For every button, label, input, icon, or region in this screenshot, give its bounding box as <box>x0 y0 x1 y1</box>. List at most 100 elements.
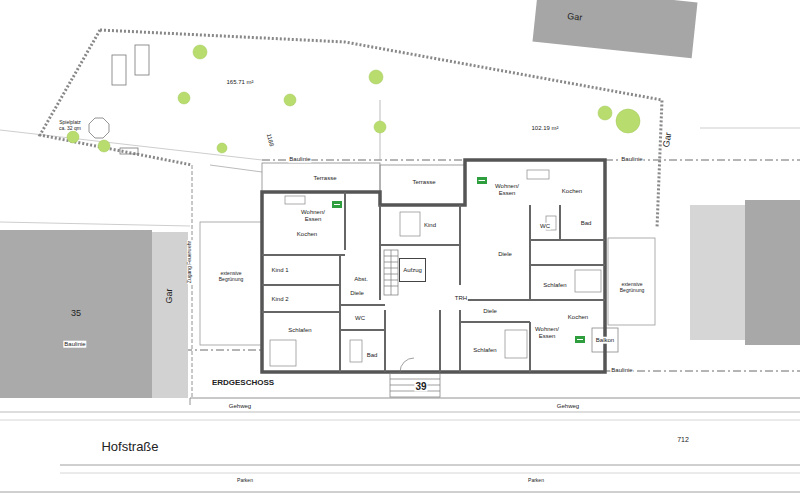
entrance-steps <box>390 358 440 397</box>
building-line <box>120 160 800 371</box>
hedge <box>40 30 192 165</box>
terrace <box>380 165 465 205</box>
entrance-steps <box>400 358 414 372</box>
room-label: TRH <box>454 295 468 302</box>
room-label: WC <box>539 223 551 230</box>
room-label: Abst. <box>353 276 369 283</box>
furniture <box>270 170 601 366</box>
tree <box>598 106 612 120</box>
street-line <box>0 412 800 413</box>
site-line <box>700 128 800 129</box>
room-label: Diele <box>497 251 513 258</box>
room-label: Schlafen <box>287 327 312 334</box>
street-part-label: Parken <box>236 478 254 484</box>
room-label: Wohnen/ Essen <box>531 326 563 339</box>
node-text: 35 <box>71 309 81 319</box>
neighbour-garage <box>745 200 800 345</box>
inner-wall <box>460 321 530 323</box>
playground-equipment <box>135 45 149 75</box>
furniture <box>285 196 305 204</box>
node-text: Aufzug <box>403 267 422 274</box>
garden-path <box>210 100 380 172</box>
green-roof-outline <box>608 238 655 325</box>
tree <box>98 140 110 152</box>
green-roof-outline <box>200 222 655 345</box>
node-text: Gar <box>567 12 583 23</box>
room-label: Diele <box>349 290 365 297</box>
inner-wall <box>262 192 605 372</box>
garage-block: Gar <box>533 0 698 58</box>
building-line-label: Baulinie <box>63 341 86 348</box>
neighbour-garage <box>690 205 745 340</box>
street-part-label: Gehweg <box>556 403 580 410</box>
room-label: Wohnen/ Essen <box>491 183 523 196</box>
street-line <box>60 473 800 474</box>
inner-wall <box>530 239 605 241</box>
inner-wall <box>459 310 461 372</box>
tree <box>178 92 190 104</box>
staircase <box>384 250 398 295</box>
tree <box>616 109 640 133</box>
inner-wall <box>262 311 340 313</box>
inner-wall <box>340 304 385 306</box>
playground-equipment <box>120 148 138 154</box>
outer-wall <box>262 160 605 372</box>
inner-wall <box>459 205 461 285</box>
furniture <box>270 340 296 366</box>
inner-wall <box>340 329 385 331</box>
inner-wall <box>465 299 605 301</box>
room-label: Wohnen/ Essen <box>297 209 329 222</box>
neighbour-garage <box>152 232 188 398</box>
tree <box>217 143 227 153</box>
inner-wall <box>379 205 381 300</box>
green-roof-outline <box>200 222 262 345</box>
playground-equipment <box>89 118 109 138</box>
exit-sign <box>332 177 585 343</box>
street-line <box>0 492 800 493</box>
outer-wall <box>262 160 605 372</box>
dimension: 1188 <box>265 132 275 148</box>
room-label: Kochen <box>561 188 583 195</box>
neighbour-building: 35 <box>0 230 152 398</box>
room-label: Kind 2 <box>270 296 289 303</box>
terrace <box>262 163 380 192</box>
garden-path <box>210 165 262 172</box>
entrance-steps <box>390 379 440 391</box>
site-line <box>0 222 190 226</box>
inner-wall <box>529 205 531 300</box>
room-label: WC <box>354 315 366 322</box>
house-number: 39 <box>414 381 427 392</box>
street-name: Hofstraße <box>100 440 159 454</box>
furniture <box>505 330 527 358</box>
tree <box>193 45 207 59</box>
building-line-label: Baulinie <box>288 156 311 163</box>
furniture <box>350 340 362 362</box>
inner-wall <box>380 244 460 246</box>
area-value: 102.19 m² <box>530 125 559 132</box>
hedge <box>40 30 662 228</box>
inner-wall <box>262 284 340 286</box>
furniture <box>400 212 420 236</box>
street-line <box>60 465 800 466</box>
street-line <box>190 398 800 399</box>
furniture <box>527 170 549 179</box>
exit-sign <box>334 181 583 340</box>
room-label: Balkon <box>595 337 615 344</box>
furniture <box>575 270 601 292</box>
street-part-label: Parken <box>527 478 545 484</box>
street-line <box>0 398 800 492</box>
room-label: Schlafen <box>472 347 497 354</box>
inner-wall <box>559 205 561 240</box>
playground-equipment <box>89 45 149 154</box>
parcel-number: 712 <box>676 436 690 444</box>
tree <box>67 131 79 143</box>
building-line-label: Baulinie <box>620 156 643 163</box>
room-label: Terrasse <box>411 179 436 186</box>
tree <box>67 45 640 153</box>
tree <box>284 94 296 106</box>
building-line-label: Baulinie <box>610 367 633 374</box>
inner-wall <box>439 310 441 372</box>
room-label: Bad <box>366 352 379 359</box>
access-note: Zugang Feuerwehr <box>187 240 193 284</box>
roof-note: extensive Begrünung <box>210 271 252 282</box>
